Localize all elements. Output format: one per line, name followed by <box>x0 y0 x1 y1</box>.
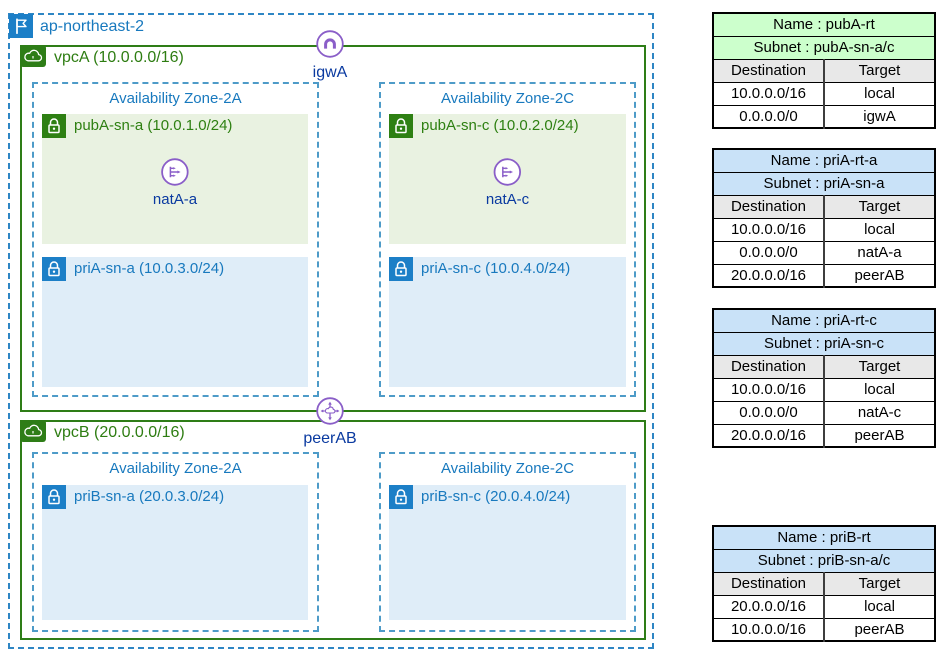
route-table-title: Name : priA-rt-c <box>712 308 936 333</box>
route-target: local <box>823 217 936 242</box>
natA-a-group: natA-a <box>153 158 197 208</box>
table-row: 20.0.0.0/16 peerAB <box>712 263 936 288</box>
route-table-subnet: Subnet : priB-sn-a/c <box>712 548 936 573</box>
vpcB-box: vpcB (20.0.0.0/16) Availability Zone-2A … <box>20 420 646 640</box>
vpcB-label: vpcB (20.0.0.0/16) <box>54 424 185 441</box>
subnet-priB-sn-c: priB-sn-c (20.0.4.0/24) <box>389 485 626 620</box>
table-row: 10.0.0.0/16 local <box>712 377 936 402</box>
route-table-priA-rt-c: Name : priA-rt-c Subnet : priA-sn-c Dest… <box>712 308 936 448</box>
route-table-title: Name : pubA-rt <box>712 12 936 37</box>
route-destination: 10.0.0.0/16 <box>712 217 825 242</box>
route-target: local <box>823 594 936 619</box>
table-row: 0.0.0.0/0 natA-c <box>712 400 936 425</box>
route-target: natA-a <box>823 240 936 265</box>
column-header-destination: Destination <box>712 571 825 596</box>
vpcA-box: vpcA (10.0.0.0/16) Availability Zone-2A … <box>20 45 646 412</box>
column-header-destination: Destination <box>712 194 825 219</box>
route-target: peerAB <box>823 617 936 642</box>
table-row: 10.0.0.0/16 local <box>712 81 936 106</box>
private-subnet-lock-icon <box>42 257 66 281</box>
route-destination: 20.0.0.0/16 <box>712 594 825 619</box>
route-table-priB-rt: Name : priB-rt Subnet : priB-sn-a/c Dest… <box>712 525 936 642</box>
route-destination: 10.0.0.0/16 <box>712 81 825 106</box>
route-destination: 10.0.0.0/16 <box>712 617 825 642</box>
subnet-priA-sn-a-label: priA-sn-a (10.0.3.0/24) <box>74 260 225 277</box>
vpcB-az2a-label: Availability Zone-2A <box>109 460 242 477</box>
route-destination: 20.0.0.0/16 <box>712 263 825 288</box>
column-header-destination: Destination <box>712 354 825 379</box>
route-table-priA-rt-a: Name : priA-rt-a Subnet : priA-sn-a Dest… <box>712 148 936 288</box>
region-box <box>8 13 654 649</box>
subnet-priA-sn-a: priA-sn-a (10.0.3.0/24) <box>42 257 308 387</box>
subnet-pubA-sn-c: pubA-sn-c (10.0.2.0/24) natA-c <box>389 114 626 244</box>
route-destination: 0.0.0.0/0 <box>712 400 825 425</box>
private-subnet-lock-icon <box>42 485 66 509</box>
route-table-pubA-rt: Name : pubA-rt Subnet : pubA-sn-a/c Dest… <box>712 12 936 129</box>
route-destination: 0.0.0.0/0 <box>712 104 825 129</box>
route-target: natA-c <box>823 400 936 425</box>
route-target: local <box>823 81 936 106</box>
internet-gateway-icon <box>316 30 344 58</box>
region-label: ap-northeast-2 <box>40 18 145 35</box>
natA-a-label: natA-a <box>152 191 198 208</box>
nat-gateway-icon <box>161 158 189 186</box>
nat-gateway-icon <box>493 158 522 186</box>
column-header-target: Target <box>823 571 936 596</box>
vpcA-az2a-box: Availability Zone-2A <box>32 82 319 397</box>
region-flag-icon <box>9 14 33 38</box>
route-table-subnet: Subnet : pubA-sn-a/c <box>712 35 936 60</box>
route-target: igwA <box>823 104 936 129</box>
subnet-pubA-sn-c-label: pubA-sn-c (10.0.2.0/24) <box>421 117 579 134</box>
private-subnet-lock-icon <box>389 485 413 509</box>
vpcB-az2a-box: Availability Zone-2A <box>32 452 319 632</box>
table-row: 0.0.0.0/0 natA-a <box>712 240 936 265</box>
route-target: local <box>823 377 936 402</box>
natA-c-label: natA-c <box>485 191 530 208</box>
vpc-cloud-icon <box>20 45 46 67</box>
table-row: 10.0.0.0/16 peerAB <box>712 617 936 642</box>
table-row: 20.0.0.0/16 local <box>712 594 936 619</box>
public-subnet-lock-icon <box>42 114 66 138</box>
vpc-cloud-icon <box>20 420 46 442</box>
natA-c-group: natA-c <box>486 158 529 208</box>
vpcA-az2c-box: Availability Zone-2C <box>379 82 636 397</box>
public-subnet-lock-icon <box>389 114 413 138</box>
route-table-subnet: Subnet : priA-sn-c <box>712 331 936 356</box>
column-header-destination: Destination <box>712 58 825 83</box>
route-destination: 20.0.0.0/16 <box>712 423 825 448</box>
route-table-subnet: Subnet : priA-sn-a <box>712 171 936 196</box>
private-subnet-lock-icon <box>389 257 413 281</box>
subnet-pubA-sn-a: pubA-sn-a (10.0.1.0/24) natA-a <box>42 114 308 244</box>
vpcB-az2c-box: Availability Zone-2C <box>379 452 636 632</box>
column-header-target: Target <box>823 354 936 379</box>
route-table-title: Name : priA-rt-a <box>712 148 936 173</box>
subnet-priB-sn-c-label: priB-sn-c (20.0.4.0/24) <box>421 488 571 505</box>
route-target: peerAB <box>823 423 936 448</box>
vpcA-az2a-label: Availability Zone-2A <box>109 90 242 107</box>
subnet-pubA-sn-a-label: pubA-sn-a (10.0.1.0/24) <box>74 117 233 134</box>
route-table-title: Name : priB-rt <box>712 525 936 550</box>
peerAB-label: peerAB <box>303 430 357 447</box>
subnet-priA-sn-c-label: priA-sn-c (10.0.4.0/24) <box>421 260 571 277</box>
route-destination: 10.0.0.0/16 <box>712 377 825 402</box>
table-row: 0.0.0.0/0 igwA <box>712 104 936 129</box>
vpcA-label: vpcA (10.0.0.0/16) <box>54 49 184 66</box>
vpcB-az2c-label: Availability Zone-2C <box>440 460 575 477</box>
column-header-target: Target <box>823 194 936 219</box>
table-row: 10.0.0.0/16 local <box>712 217 936 242</box>
subnet-priA-sn-c: priA-sn-c (10.0.4.0/24) <box>389 257 626 387</box>
table-row: 20.0.0.0/16 peerAB <box>712 423 936 448</box>
route-target: peerAB <box>823 263 936 288</box>
route-destination: 0.0.0.0/0 <box>712 240 825 265</box>
igwA-label: igwA <box>312 64 348 81</box>
column-header-target: Target <box>823 58 936 83</box>
subnet-priB-sn-a-label: priB-sn-a (20.0.3.0/24) <box>74 488 225 505</box>
subnet-priB-sn-a: priB-sn-a (20.0.3.0/24) <box>42 485 308 620</box>
vpc-peering-icon <box>316 397 344 425</box>
vpcA-az2c-label: Availability Zone-2C <box>440 90 575 107</box>
